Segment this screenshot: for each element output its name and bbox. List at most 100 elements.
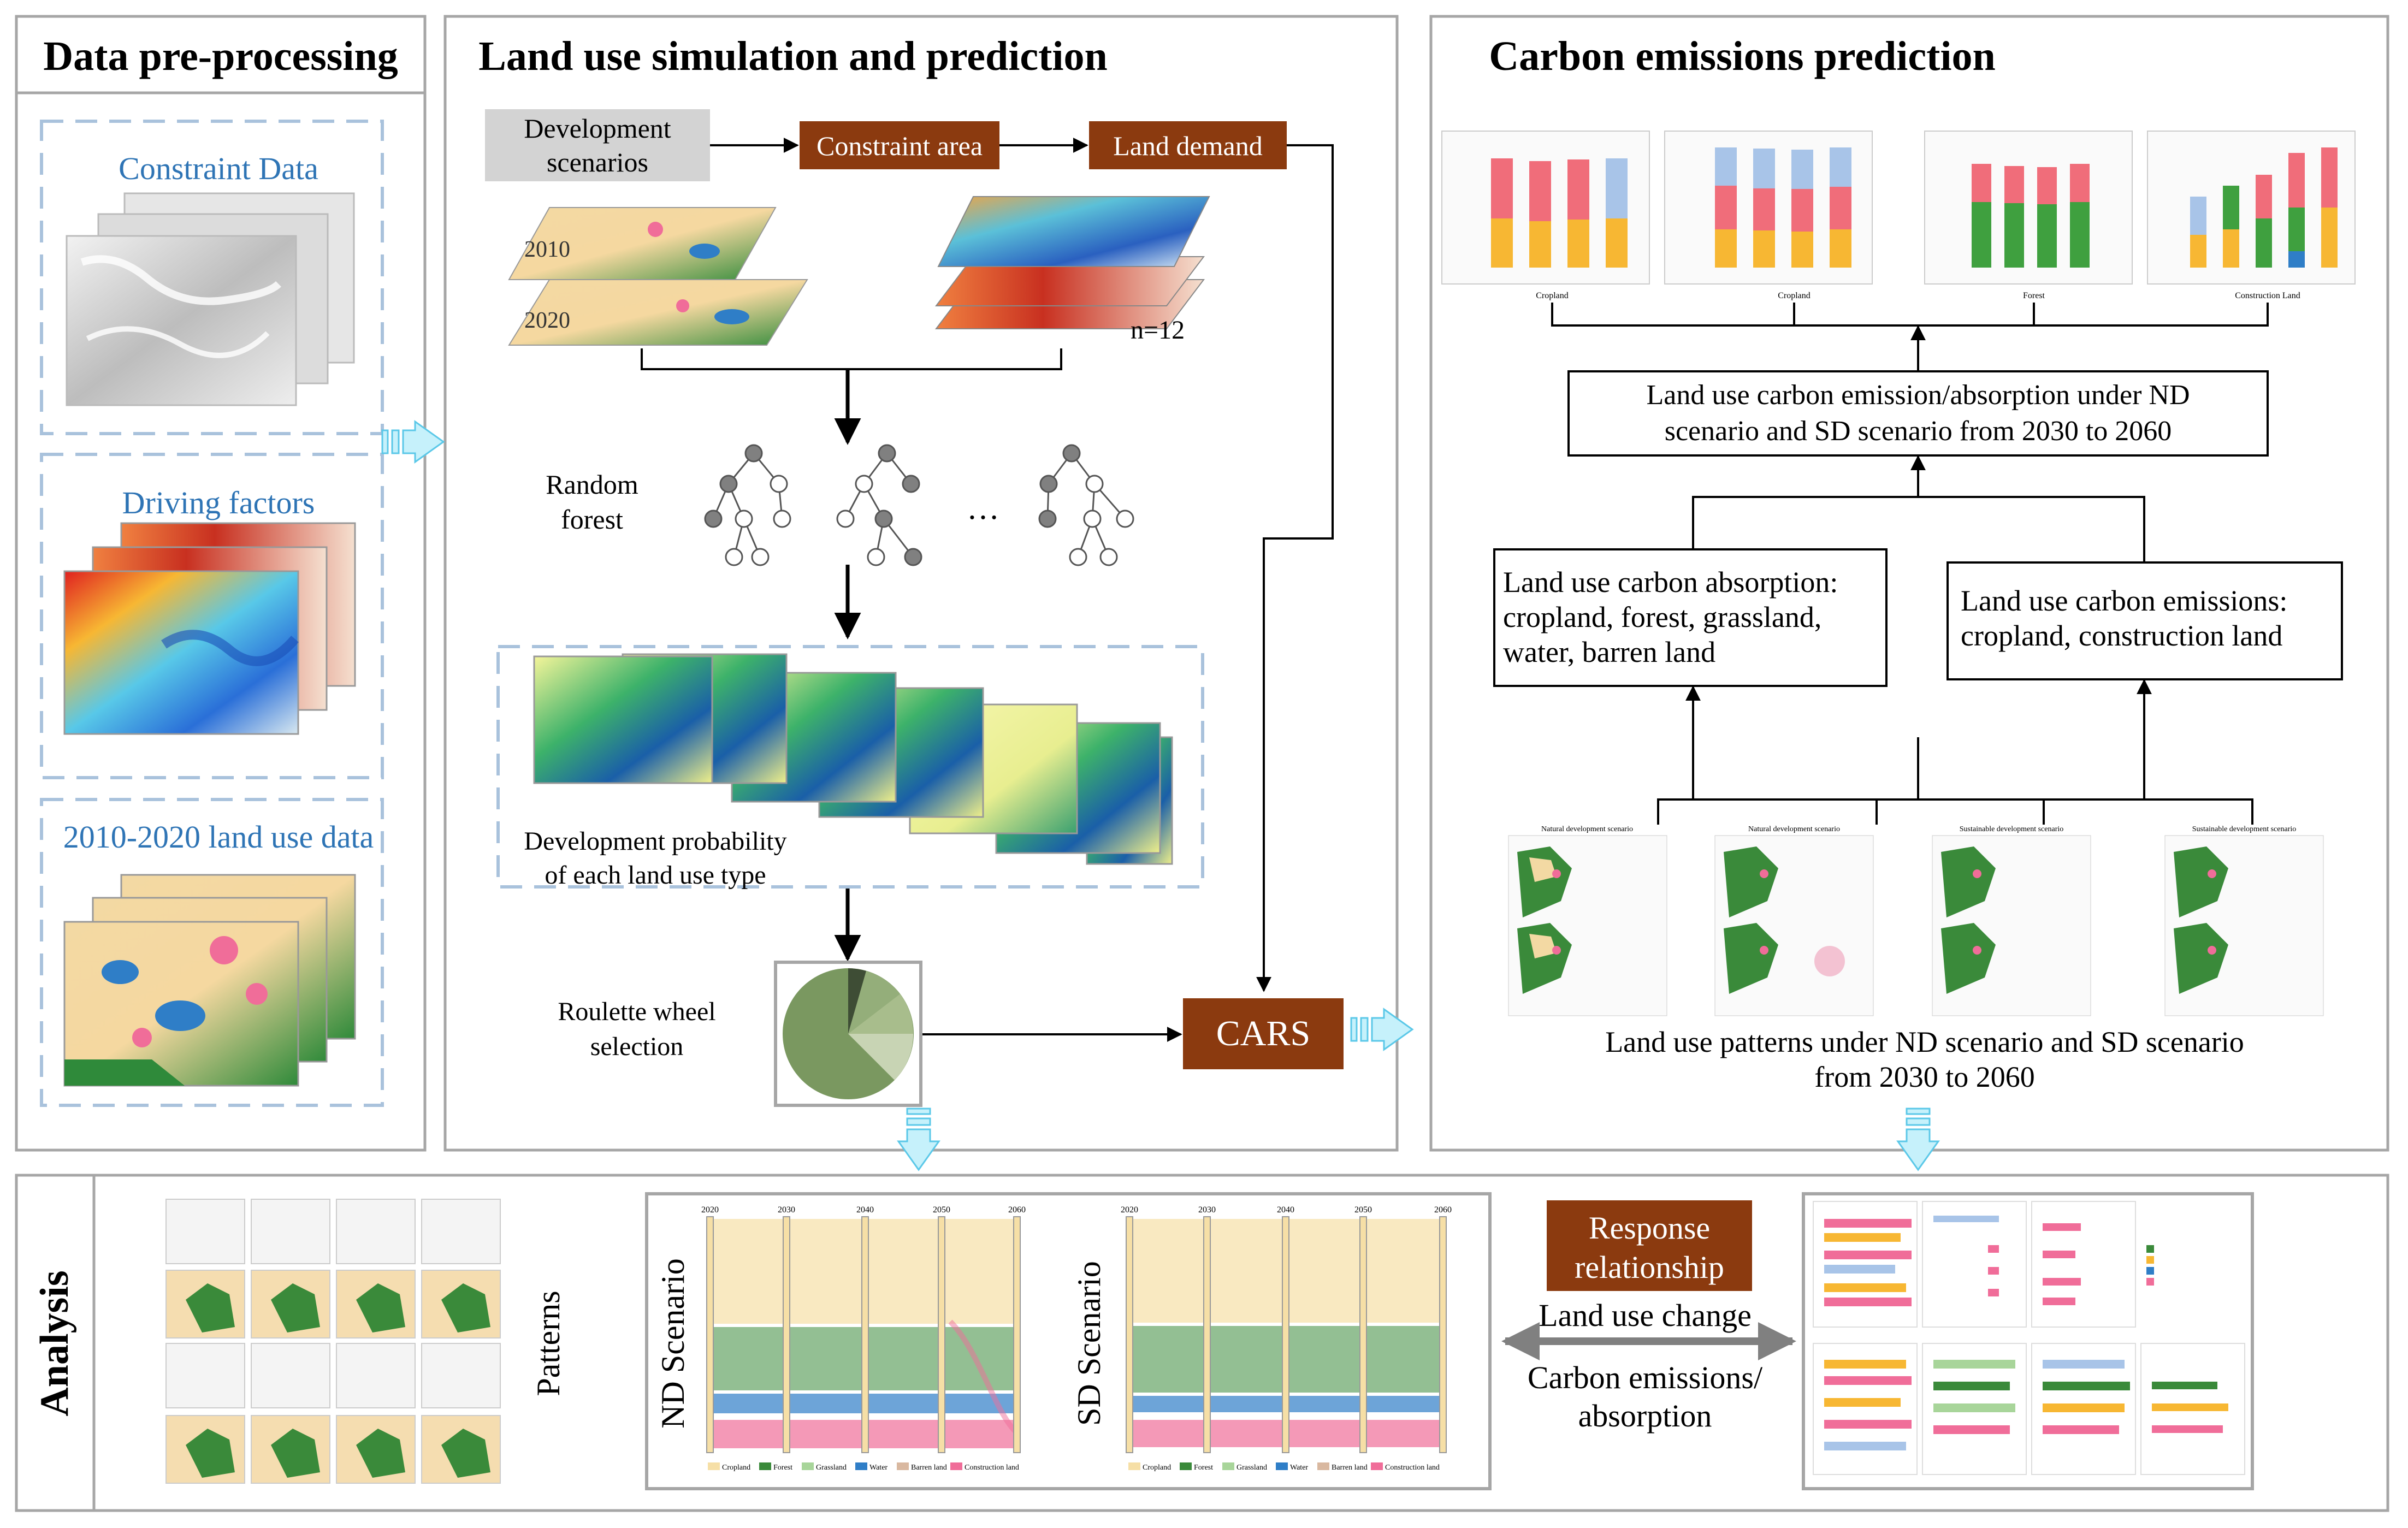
- chart-label-3: Forest: [2023, 291, 2045, 300]
- constraint-area-box: [800, 121, 999, 169]
- probability-dashed-box: [496, 645, 1204, 889]
- chart-label-1: Cropland: [1536, 291, 1569, 300]
- constraint-data-label: Constraint Data: [119, 151, 318, 186]
- nd-year-2030: 2030: [778, 1205, 795, 1215]
- sd-year-2050: 2050: [1354, 1205, 1372, 1215]
- random-forest-label-1: Random: [546, 469, 638, 500]
- sd-legend-grassland: Grassland: [1236, 1464, 1267, 1472]
- driving-factors-label: Driving factors: [122, 485, 315, 520]
- nd-legend-cropland: Cropland: [722, 1464, 750, 1472]
- analysis-bar-thumbnails: [1813, 1201, 2245, 1475]
- dev-scenarios-box: [485, 109, 710, 181]
- constraint-map-stack: [66, 192, 355, 406]
- sd-year-2030: 2030: [1198, 1205, 1216, 1215]
- driving-parallelograms: [934, 196, 1210, 329]
- probability-label-2: of each land use type: [545, 861, 766, 890]
- nd-legend-barren: Barren land: [911, 1464, 947, 1472]
- simulation-title: Land use simulation and prediction: [478, 33, 1108, 79]
- chart-label-4: Construction Land: [2235, 291, 2300, 300]
- section-frames: [15, 15, 2389, 1512]
- nd-scenario-label: ND Scenario: [655, 1258, 691, 1429]
- sankey-legend-sd: Cropland Forest Grassland Water Barren l…: [1128, 1462, 1440, 1472]
- preprocessing-dashed-boxes: [40, 120, 384, 1107]
- landuse-data-label: 2010-2020 land use data: [63, 819, 374, 855]
- nd-year-2020: 2020: [701, 1205, 719, 1215]
- sd-year-2060: 2060: [1434, 1205, 1452, 1215]
- preprocessing-title: Data pre-processing: [43, 33, 398, 79]
- response-line-2: relationship: [1575, 1249, 1724, 1285]
- trees-ellipsis: …: [967, 490, 999, 526]
- dev-scenarios-label-2: scenarios: [547, 147, 648, 177]
- nd-legend-grassland: Grassland: [816, 1464, 847, 1472]
- analysis-title: Analysis: [32, 1270, 77, 1416]
- nd-legend-water: Water: [869, 1464, 888, 1472]
- box-top-line-1: Land use carbon emission/absorption unde…: [1646, 380, 2190, 411]
- map-title-3: Sustainable development scenario: [1960, 825, 2064, 833]
- absorb-line-3: water, barren land: [1503, 636, 1715, 668]
- land-demand-box: [1089, 121, 1287, 169]
- patterns-line-2: from 2030 to 2060: [1814, 1061, 2034, 1093]
- sd-legend-barren: Barren land: [1332, 1464, 1368, 1472]
- year-2010-label: 2010: [524, 237, 570, 262]
- map-title-2: Natural development scenario: [1748, 825, 1840, 833]
- carbon-title: Carbon emissions prediction: [1489, 33, 1996, 79]
- sd-legend-forest: Forest: [1194, 1464, 1213, 1472]
- land-use-change-label: Land use change: [1539, 1298, 1752, 1333]
- arrow-sim-to-carbon: [1350, 1008, 1414, 1051]
- arrow-carbon-to-analysis: [1896, 1107, 1940, 1171]
- probability-label-1: Development probability: [524, 827, 786, 856]
- sankey-legend-nd: Cropland Forest Grassland Water Barren l…: [708, 1462, 1019, 1472]
- nd-legend-forest: Forest: [773, 1464, 792, 1472]
- carbon-connectors: [1551, 303, 2269, 825]
- cars-box: [1183, 998, 1344, 1069]
- carbon-emissions-label-2: absorption: [1578, 1398, 1712, 1434]
- arrow-sim-to-analysis: [897, 1107, 940, 1171]
- sd-legend-water: Water: [1290, 1464, 1308, 1472]
- land-demand-label: Land demand: [1113, 131, 1263, 161]
- map-title-1: Natural development scenario: [1541, 825, 1633, 833]
- dev-scenarios-label-1: Development: [524, 113, 671, 144]
- sd-year-2020: 2020: [1121, 1205, 1138, 1215]
- sd-year-2040: 2040: [1277, 1205, 1294, 1215]
- patterns-line-1: Land use patterns under ND scenario and …: [1605, 1026, 2244, 1058]
- box-carbon-absorption: [1493, 548, 1888, 687]
- sim-connectors: [641, 138, 1334, 1042]
- driving-map-stack: [63, 522, 356, 735]
- sd-legend-construction: Construction land: [1385, 1464, 1440, 1472]
- landuse-map-stack: [63, 874, 356, 1087]
- box-carbon-emission-absorption: [1567, 370, 2269, 457]
- absorb-line-2: cropland, forest, grassland,: [1503, 601, 1821, 633]
- random-forest-label-2: forest: [561, 504, 623, 535]
- sd-legend-cropland: Cropland: [1143, 1464, 1171, 1472]
- response-box: [1547, 1200, 1752, 1291]
- map-title-4: Sustainable development scenario: [2192, 825, 2297, 833]
- analysis-patterns-label: Patterns: [530, 1290, 566, 1396]
- emit-line-1: Land use carbon emissions:: [1961, 584, 2287, 617]
- nd-year-2050: 2050: [933, 1205, 950, 1215]
- sankey-sd: [1126, 1216, 1447, 1453]
- probability-map-stack: [533, 653, 1173, 865]
- carbon-chart-thumbnails: [1441, 131, 2356, 285]
- scenario-map-thumbnails: [1508, 835, 2324, 1016]
- sd-scenario-label: SD Scenario: [1071, 1261, 1107, 1426]
- chart-label-2: Cropland: [1778, 291, 1811, 300]
- arrow-preproc-to-sim: [381, 420, 445, 464]
- cars-label: CARS: [1216, 1014, 1310, 1053]
- response-line-1: Response: [1589, 1210, 1710, 1246]
- roulette-label-1: Roulette wheel: [558, 997, 715, 1026]
- roulette-label-2: selection: [590, 1032, 684, 1061]
- constraint-area-label: Constraint area: [817, 131, 983, 161]
- decision-trees: [704, 444, 1134, 566]
- carbon-emissions-label-1: Carbon emissions/: [1528, 1360, 1763, 1395]
- year-2020-label: 2020: [524, 308, 570, 333]
- sankey-year-labels: 2020 2030 2040 2050 2060 2020 2030 2040 …: [701, 1205, 1452, 1215]
- box-top-line-2: scenario and SD scenario from 2030 to 20…: [1665, 416, 2172, 447]
- sankey-nd: [706, 1216, 1021, 1453]
- emit-line-2: cropland, construction land: [1961, 619, 2282, 652]
- absorb-line-1: Land use carbon absorption:: [1503, 566, 1838, 599]
- nd-year-2060: 2060: [1008, 1205, 1026, 1215]
- analysis-patterns-grid: [159, 1194, 520, 1490]
- landuse-parallelograms: [508, 207, 808, 346]
- n-label: n=12: [1131, 316, 1185, 345]
